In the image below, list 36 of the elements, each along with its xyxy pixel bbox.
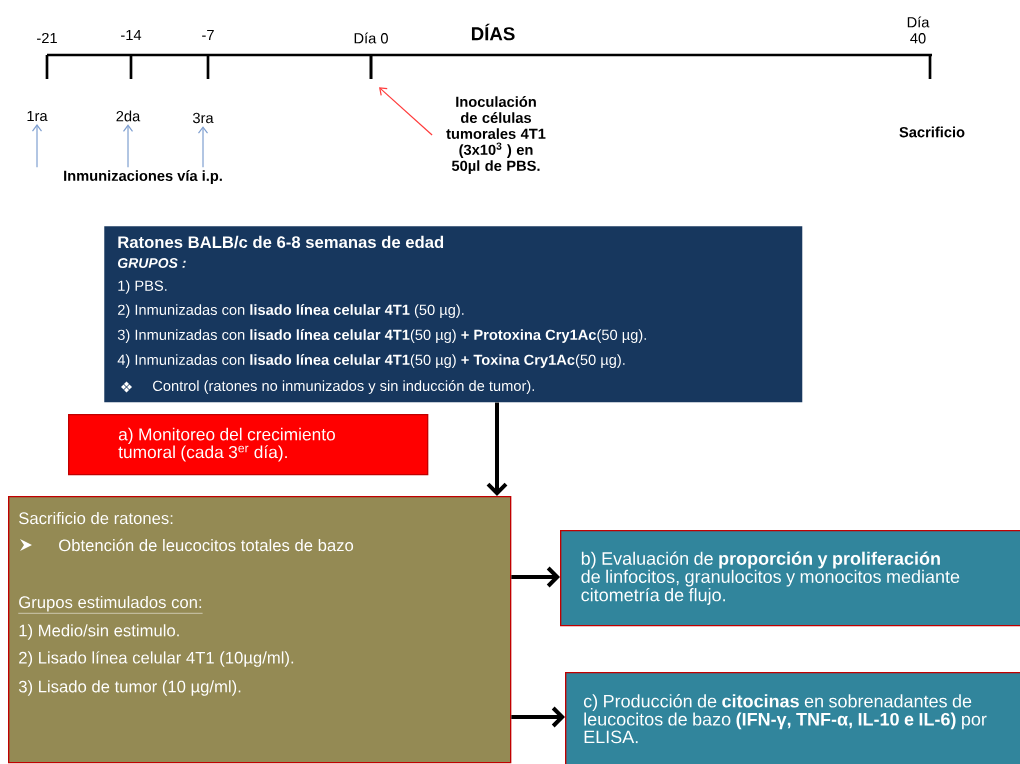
ordinal-label: 1ra — [27, 110, 48, 122]
list-item: 3) Lisado de tumor (10 µg/ml). — [18, 680, 241, 696]
panel-heading: Sacrificio de ratones: — [19, 511, 173, 525]
arrow — [122, 124, 134, 168]
list-item: Obtención de leucocitos totales de bazo — [59, 538, 354, 552]
tick-label: -21 — [37, 32, 57, 44]
list-item: 4) Inmunizadas con lisado línea celular 4T1(50 µg) + Toxina Cry1Ac(50 µg). — [117, 354, 625, 368]
tick-mark — [369, 55, 373, 79]
arrow — [511, 566, 560, 588]
list-item: 1) PBS. — [118, 280, 167, 294]
tick-label: -7 — [202, 29, 214, 41]
arrow — [379, 87, 433, 136]
panel-subheading: GRUPOS : — [117, 258, 186, 268]
process-box: c) Producción de citocinas en sobrenadantes de leucocitos de bazo (IFN-γ, TNF-α, IL-10 e IL-6) por ELISA. — [565, 672, 1020, 764]
list-item: 1) Medio/sin estimulo. — [19, 624, 179, 640]
ordinal-label: 2da — [116, 110, 141, 122]
list-item: 2) Lisado línea celular 4T1 (10µg/ml). — [19, 651, 294, 667]
list-item: 3) Inmunizadas con lisado línea celular 4T1(50 µg) + Protoxina Cry1Ac(50 µg). — [117, 329, 646, 343]
tick-label: -14 — [121, 29, 142, 41]
axis-title: DÍAS — [471, 23, 515, 41]
list-item: Control (ratones no inmunizados y sin inducción de tumor). — [153, 380, 534, 394]
tick-label: Día 40 — [907, 16, 930, 44]
arrow — [511, 706, 565, 728]
process-box: a) Monitoreo del crecimiento tumoral (cada 3$^{er}$ día). — [68, 414, 429, 476]
arrow — [31, 124, 43, 168]
annotation-text: Sacrificio — [899, 126, 965, 138]
ordinal-label: 3ra — [192, 112, 214, 124]
panel-heading: Ratones BALB/c de 6-8 semanas de edad — [118, 235, 444, 249]
arrow — [197, 126, 209, 168]
list-item: 2) Inmunizadas con lisado línea celular 4T1 (50 µg). — [118, 304, 464, 318]
tick-label: Día 0 — [354, 32, 388, 44]
panel-subheading: Grupos estimulados con: — [18, 595, 203, 614]
annotation-text: Inmunizaciones vía i.p. — [64, 170, 222, 184]
arrow — [486, 402, 508, 496]
annotation-text: Inoculación de células tumorales 4T1 (3x10$^{3}$ ) en 50µl de PBS. — [446, 96, 546, 174]
process-box: b) Evaluación de proporción y proliferación de linfocitos, granulocitos y monocitos mediante citometría de flujo. — [560, 530, 1020, 627]
